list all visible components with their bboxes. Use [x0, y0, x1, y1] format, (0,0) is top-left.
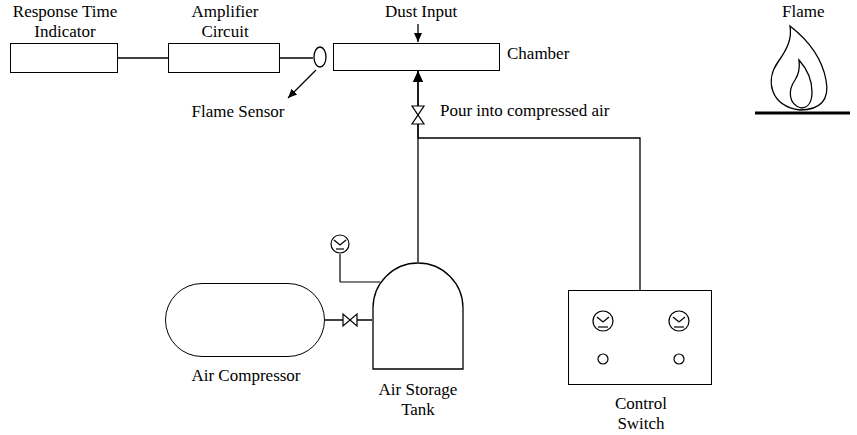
- control-switch: Control Switch: [568, 290, 712, 385]
- flame-label: Flame: [782, 2, 825, 22]
- leader-line: [288, 70, 316, 98]
- panel-controls: [569, 291, 713, 386]
- amplifier-box: Amplifier Circuit: [168, 43, 280, 73]
- node-label: Air Compressor: [161, 366, 331, 386]
- storage-tank: Air Storage Tank: [372, 262, 464, 370]
- node-label: Flame Sensor: [173, 102, 303, 122]
- node-label: Air Storage Tank: [368, 380, 468, 420]
- pipe-connector: [118, 57, 168, 58]
- node-label: Response Time Indicator: [4, 2, 126, 42]
- flame-drawing: [755, 26, 850, 113]
- dust-arrow: [417, 24, 418, 42]
- node-label: Amplifier Circuit: [175, 2, 275, 42]
- node-outline: [372, 262, 464, 370]
- dial-gauge: [593, 311, 613, 331]
- node-label: Chamber: [507, 44, 597, 64]
- node-outline: [313, 46, 327, 68]
- pipe-connector: [418, 71, 640, 290]
- pipe-connector: [280, 57, 313, 58]
- input-label: Dust Input: [385, 2, 457, 22]
- chamber-box: Chamber: [333, 43, 500, 71]
- dial-gauge: [669, 311, 689, 331]
- node-label: Control Switch: [601, 394, 681, 434]
- indicator-box: Response Time Indicator: [10, 43, 118, 73]
- pressure-gauge: [331, 235, 380, 282]
- flame-sensor: Flame Sensor: [313, 46, 327, 68]
- air-compressor: Air Compressor: [165, 283, 325, 357]
- annotation: Pour into compressed air: [440, 101, 610, 121]
